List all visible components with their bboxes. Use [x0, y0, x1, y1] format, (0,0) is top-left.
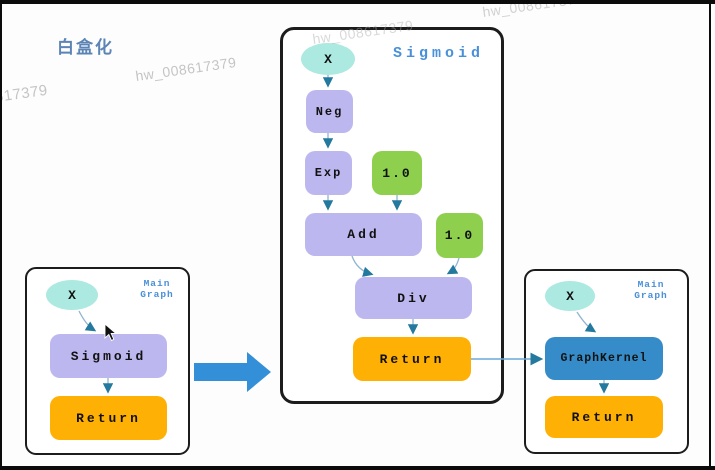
node-x-input: X [301, 43, 355, 75]
watermark: hw_008617379 [134, 53, 238, 85]
left-box-label-line2: Graph [140, 289, 174, 300]
node-x-input: X [545, 281, 595, 311]
node-x-input: X [46, 280, 98, 310]
node-graphkernel: GraphKernel [545, 337, 663, 380]
left-box-label: Main Graph [132, 278, 182, 300]
node-add: Add [305, 213, 422, 256]
sigmoid-box-title: Sigmoid [393, 45, 485, 62]
node-return: Return [353, 337, 471, 381]
node-div: Div [355, 277, 472, 319]
video-frame-bar-left [0, 0, 2, 470]
mouse-cursor-icon [104, 323, 118, 342]
transform-arrow [194, 352, 271, 392]
video-frame-bar-top [0, 0, 715, 4]
right-box-label: Main Graph [626, 279, 676, 301]
right-box-label-line2: Graph [634, 290, 668, 301]
node-return: Return [50, 396, 167, 440]
video-frame-bar-bottom [0, 466, 715, 470]
video-frame-bar-right [709, 0, 711, 470]
watermark: 8617379 [0, 81, 49, 108]
right-box-label-line1: Main [637, 279, 665, 290]
node-neg: Neg [306, 90, 353, 133]
node-exp: Exp [305, 151, 352, 195]
node-const-1.0: 1.0 [372, 151, 422, 195]
node-const-1.0: 1.0 [436, 213, 483, 258]
node-sigmoid: Sigmoid [50, 334, 167, 378]
node-return: Return [545, 396, 663, 438]
left-box-label-line1: Main [143, 278, 171, 289]
page-title: 白盒化 [57, 38, 114, 58]
